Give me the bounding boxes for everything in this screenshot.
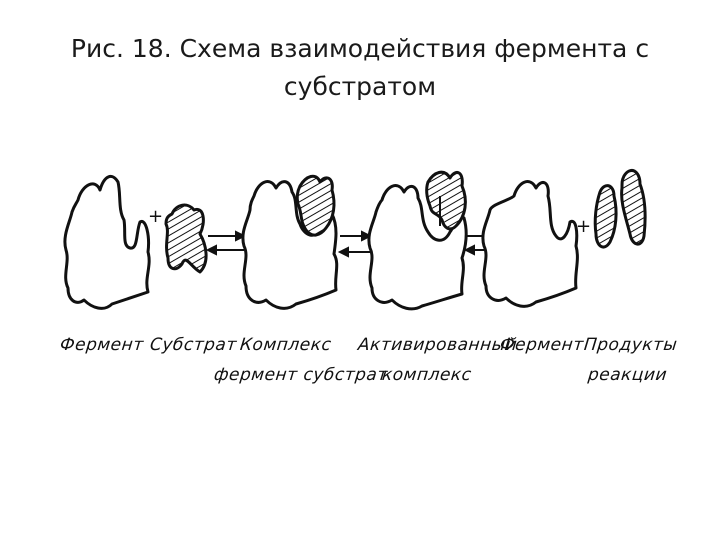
label-activated-line-2: комплекс xyxy=(380,365,473,385)
product-shape-1 xyxy=(593,184,618,249)
label-complex-line-2: фермент субстрат xyxy=(212,365,389,385)
label-complex-line-1: Комплекс xyxy=(238,335,333,355)
plus-sign-2: + xyxy=(576,216,591,237)
label-enzyme: Фермент xyxy=(58,335,145,355)
complex-substrate-shape xyxy=(295,174,336,237)
enzyme-shape-2 xyxy=(481,180,579,308)
substrate-shape xyxy=(164,203,208,274)
label-enzyme-2: Фермент xyxy=(498,335,585,355)
caption-line-2: субстратом xyxy=(283,72,437,101)
label-substrate: Субстрат xyxy=(148,335,238,355)
figure-caption: Рис. 18. Схема взаимодействия фермента с… xyxy=(0,30,720,106)
equilibrium-arrows-1 xyxy=(205,230,247,256)
enzyme-shape-1 xyxy=(63,174,151,310)
product-shape-2 xyxy=(620,168,647,246)
complex-enzyme-shape xyxy=(241,180,339,310)
label-products-line-1: Продукты xyxy=(582,335,679,355)
activated-substrate-shape xyxy=(425,170,467,231)
caption-line-1: Рис. 18. Схема взаимодействия фермента с xyxy=(70,34,650,63)
enzyme-substrate-diagram: + + xyxy=(63,168,647,311)
plus-sign-1: + xyxy=(148,206,163,227)
label-activated-line-1: Активированный xyxy=(356,335,519,355)
equilibrium-arrows-2 xyxy=(337,230,373,258)
label-products-line-2: реакции xyxy=(586,365,669,385)
activated-enzyme-shape xyxy=(367,184,468,311)
